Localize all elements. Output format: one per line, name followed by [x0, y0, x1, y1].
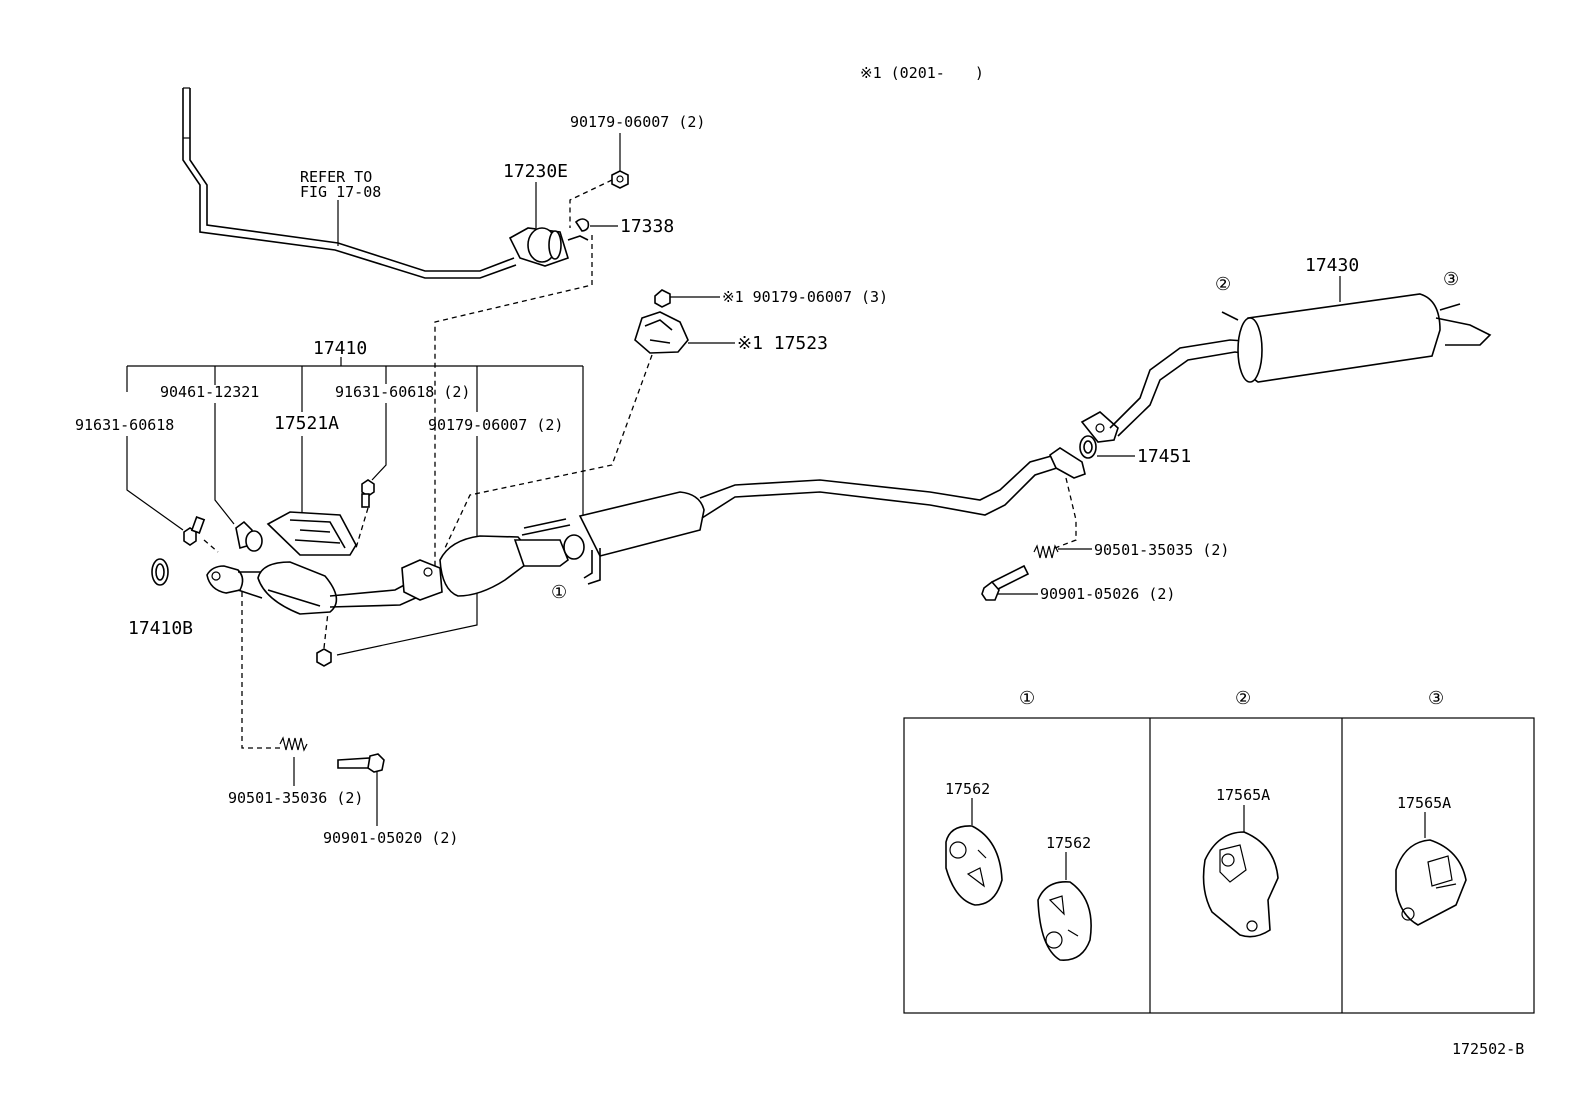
bolt-91631-right — [361, 479, 375, 508]
part-90179-2-label: 90179-06007 (2) — [428, 416, 563, 434]
part-17430-label: 17430 — [1305, 255, 1359, 276]
gasket-17410b — [151, 558, 169, 586]
inset-header-3: ③ — [1428, 688, 1444, 709]
inset-header-2: ② — [1235, 688, 1251, 709]
insulator-17521a — [266, 511, 357, 556]
bolt-90901-26 — [981, 564, 1030, 601]
tail-pipe — [1080, 339, 1263, 443]
part-90901-26-label: 90901-05026 (2) — [1040, 585, 1175, 603]
part-90179-3-label: ※1 90179-06007 (3) — [722, 288, 888, 306]
nut-90179-x3 — [654, 289, 671, 308]
applicability-note: ※1 (0201- ) — [860, 64, 984, 82]
part-90461-label: 90461-12321 — [160, 383, 259, 401]
clamp-90461 — [235, 520, 263, 552]
insulator-17523 — [634, 311, 689, 354]
part-17565a-a-label: 17565A — [1216, 786, 1270, 804]
hanger-17565a-a — [1202, 831, 1279, 938]
hanger-17562-a — [945, 825, 1003, 906]
callout-2-main: ② — [1215, 274, 1231, 295]
hanger-17562-b — [1037, 881, 1092, 961]
gasket-17451 — [1079, 435, 1097, 459]
part-17410-label: 17410 — [313, 338, 367, 359]
vapor-pipe — [182, 87, 517, 279]
part-17562-b-label: 17562 — [1046, 834, 1091, 852]
bolt-90901-20 — [337, 753, 385, 773]
part-17451-label: 17451 — [1137, 446, 1191, 467]
hose-17338 — [574, 218, 590, 232]
part-17521a-label: 17521A — [274, 413, 339, 434]
hanger-inset-table — [903, 717, 1535, 1014]
nut-90179-top — [611, 170, 629, 189]
part-17338-label: 17338 — [620, 216, 674, 237]
part-17410b-label: 17410B — [128, 618, 193, 639]
front-pipe-assy — [206, 534, 585, 615]
part-90501-35-label: 90501-35035 (2) — [1094, 541, 1229, 559]
part-17562-a-label: 17562 — [945, 780, 990, 798]
part-91631-2-label: 91631-60618 (2) — [335, 383, 470, 401]
part-17523-label: ※1 17523 — [737, 333, 828, 354]
nut-90179-bottom — [316, 648, 332, 667]
part-17565a-b-label: 17565A — [1397, 794, 1451, 812]
bracket-17410 — [126, 357, 584, 515]
hanger-17565a-b — [1395, 839, 1467, 926]
center-pipe — [521, 447, 1086, 585]
inset-header-1: ① — [1019, 688, 1035, 709]
bolt-91631-left — [183, 516, 206, 546]
figure-id: 172502-B — [1452, 1040, 1524, 1058]
part-17230e-label: 17230E — [503, 161, 568, 182]
spring-90501-35 — [1033, 544, 1059, 559]
part-90901-20-label: 90901-05020 (2) — [323, 829, 458, 847]
part-90179-top-label: 90179-06007 (2) — [570, 113, 705, 131]
refer-to-label: REFER TO — [300, 168, 372, 186]
part-90501-36-label: 90501-35036 (2) — [228, 789, 363, 807]
muffler-17430 — [1221, 293, 1492, 383]
part-91631-label: 91631-60618 — [75, 416, 174, 434]
vacuum-valve-17230e — [508, 227, 589, 267]
callout-3-main: ③ — [1443, 269, 1459, 290]
callout-1-main: ① — [551, 582, 567, 603]
refer-fig-label: FIG 17-08 — [300, 183, 381, 201]
spring-90501-36 — [279, 736, 308, 752]
